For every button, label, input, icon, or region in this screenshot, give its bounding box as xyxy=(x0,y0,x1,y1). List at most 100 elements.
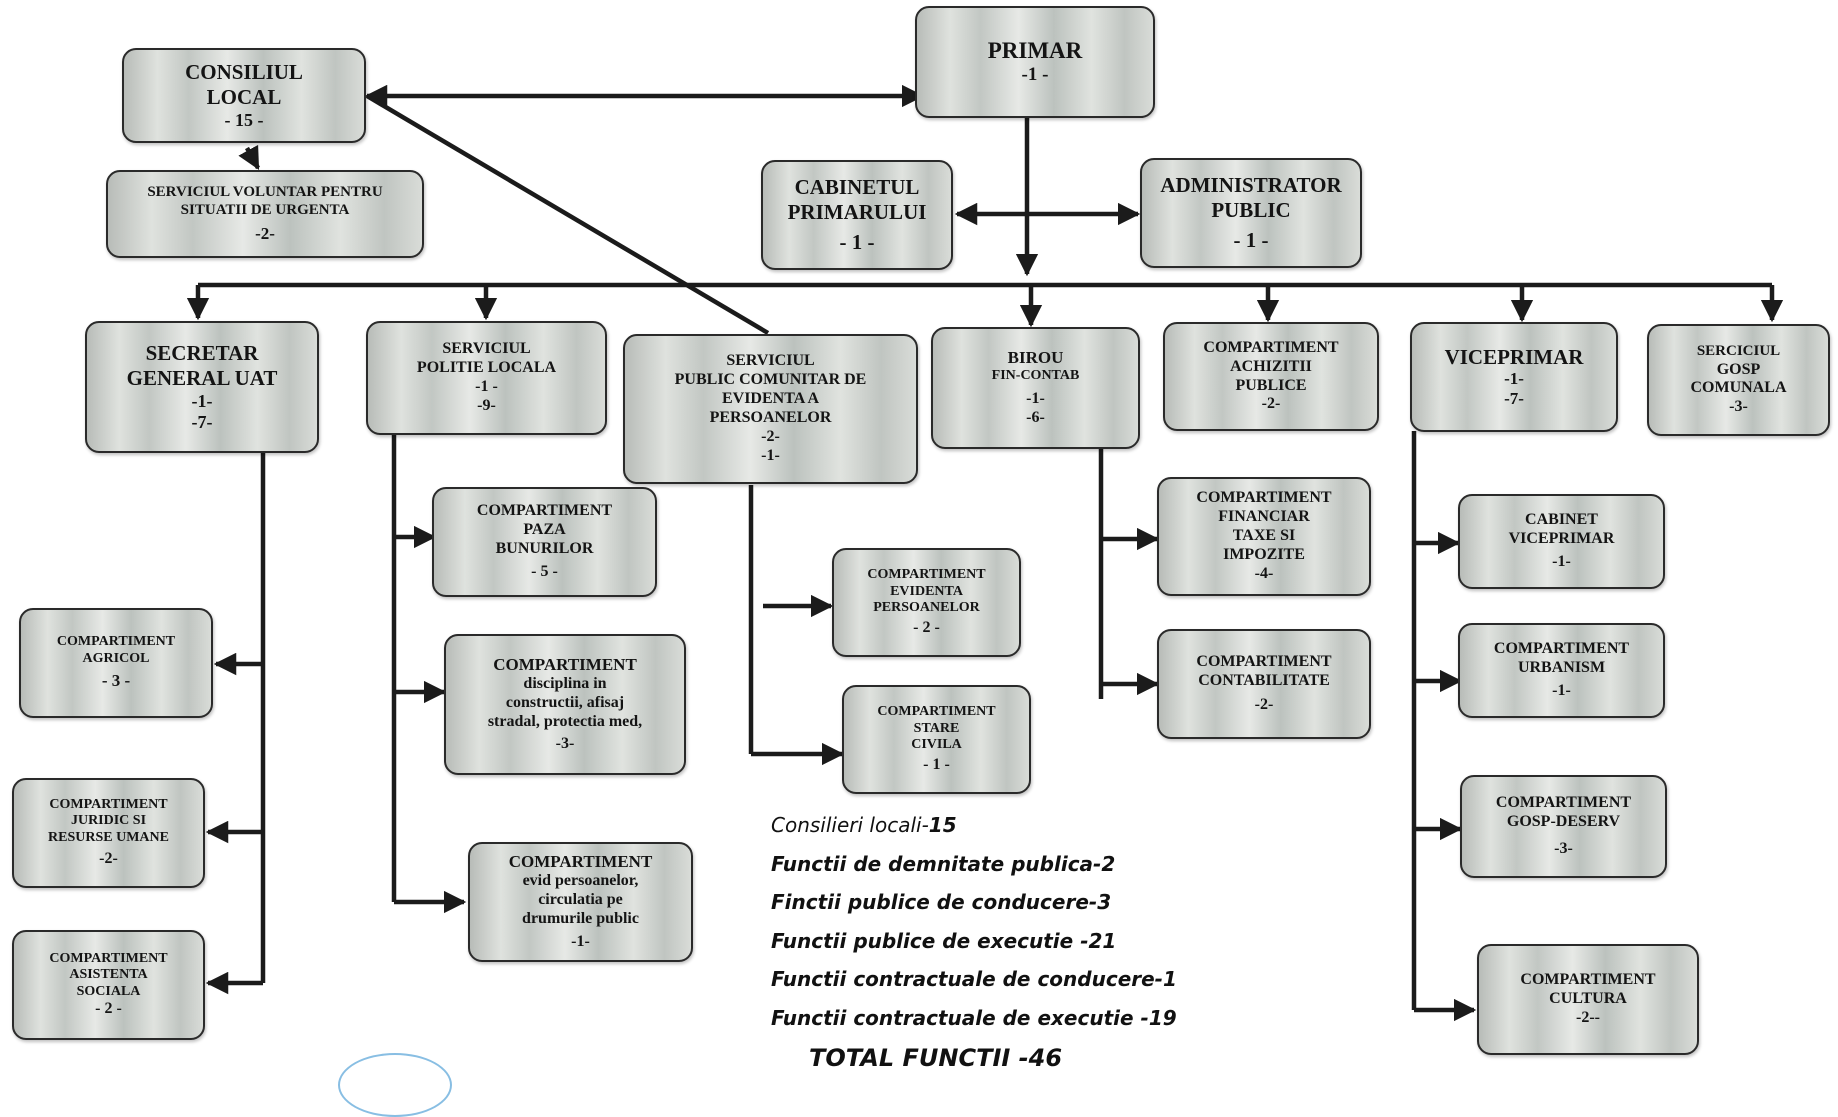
summary-consilieri-value: 15 xyxy=(928,813,957,837)
compartiment-gosp-deserv-count: -3- xyxy=(1554,839,1573,857)
summary-contractuale-executie: Functii contractuale de executie -19 xyxy=(771,1005,1177,1030)
consiliul-local-line2: LOCAL xyxy=(206,84,282,109)
serviciul-politie-box: SERVICIUL POLITIE LOCALA -1 - -9- xyxy=(366,321,607,435)
compartiment-urbanism-line2: URBANISM xyxy=(1517,659,1606,677)
compartiment-juridic-line2: JURIDIC SI xyxy=(70,813,147,829)
serviciul-politie-line2: POLITIE LOCALA xyxy=(416,359,557,377)
compartiment-achizitii-line2: ACHIZITII xyxy=(1230,357,1312,375)
primar-count: -1 - xyxy=(1021,64,1049,86)
serciciul-gosp-count: -3- xyxy=(1729,398,1748,416)
compartiment-evidenta-pers-line2: EVIDENTA xyxy=(890,583,963,599)
compartiment-evidenta-pers-line1: COMPARTIMENT xyxy=(867,567,986,583)
compartiment-juridic-box: COMPARTIMENT JURIDIC SI RESURSE UMANE -2… xyxy=(12,778,205,888)
viceprimar-count1: -1- xyxy=(1504,369,1524,389)
compartiment-agricol-line2: AGRICOL xyxy=(82,650,150,666)
primar-box: PRIMAR -1 - xyxy=(915,6,1155,118)
consiliul-local-box: CONSILIUL LOCAL - 15 - xyxy=(122,48,366,143)
cabinetul-primarului-line2: PRIMARULUI xyxy=(787,199,927,224)
birou-fin-contab-box: BIROU FIN-CONTAB -1- -6- xyxy=(931,327,1140,449)
stamp-mark xyxy=(338,1053,452,1117)
compartiment-juridic-count: -2- xyxy=(99,850,118,868)
compartiment-evidenta-pers-line3: PERSOANELOR xyxy=(873,600,980,616)
summary-publice-conducere: Finctii publice de conducere-3 xyxy=(771,890,1112,915)
compartiment-cultura-line1: COMPARTIMENT xyxy=(1520,971,1656,989)
compartiment-stare-civila-line1: COMPARTIMENT xyxy=(877,704,996,720)
serviciul-evidenta-line1: SERVICIUL xyxy=(726,352,815,370)
compartiment-urbanism-line1: COMPARTIMENT xyxy=(1493,640,1630,658)
compartiment-financiar-box: COMPARTIMENT FINANCIAR TAXE SI IMPOZITE … xyxy=(1157,477,1371,596)
cabinetul-primarului-box: CABINETUL PRIMARULUI - 1 - xyxy=(761,160,953,270)
compartiment-asistenta-count: - 2 - xyxy=(95,1000,122,1018)
compartiment-disciplina-line2: disciplina in xyxy=(523,674,607,692)
birou-fin-contab-line1: BIROU xyxy=(1007,347,1064,367)
serciciul-gosp-box: SERCICIUL GOSP COMUNALA -3- xyxy=(1647,324,1830,436)
serviciul-politie-count1: -1 - xyxy=(475,378,498,395)
cabinetul-primarului-count: - 1 - xyxy=(839,230,875,255)
administrator-public-line2: PUBLIC xyxy=(1211,197,1291,222)
compartiment-stare-civila-count: - 1 - xyxy=(923,755,950,773)
compartiment-evid-drumuri-line3: circulatia pe xyxy=(538,891,623,909)
cabinetul-primarului-line1: CABINETUL xyxy=(794,174,920,199)
viceprimar-title: VICEPRIMAR xyxy=(1444,344,1584,369)
compartiment-agricol-count: - 3 - xyxy=(101,671,131,691)
compartiment-stare-civila-line3: CIVILA xyxy=(911,737,962,753)
compartiment-financiar-count: -4- xyxy=(1254,564,1274,582)
secretar-general-line2: GENERAL UAT xyxy=(126,365,278,390)
compartiment-achizitii-line1: COMPARTIMENT xyxy=(1203,338,1339,356)
serviciul-voluntar-count: -2- xyxy=(255,223,275,243)
serciciul-gosp-line2: GOSP xyxy=(1716,360,1761,378)
compartiment-urbanism-count: -1- xyxy=(1552,681,1571,699)
birou-fin-contab-count2: -6- xyxy=(1026,409,1045,427)
compartiment-asistenta-box: COMPARTIMENT ASISTENTA SOCIALA - 2 - xyxy=(12,930,205,1040)
org-chart-connectors xyxy=(186,84,1784,1022)
compartiment-cultura-count: -2-- xyxy=(1576,1008,1600,1026)
summary-total: TOTAL FUNCTII -46 xyxy=(809,1043,1063,1072)
compartiment-gosp-deserv-line1: COMPARTIMENT xyxy=(1495,794,1632,812)
serviciul-evidenta-line4: PERSOANELOR xyxy=(709,409,832,426)
compartiment-achizitii-box: COMPARTIMENT ACHIZITII PUBLICE -2- xyxy=(1163,322,1379,431)
compartiment-financiar-line2: FINANCIAR xyxy=(1218,508,1310,526)
compartiment-juridic-line1: COMPARTIMENT xyxy=(49,796,168,812)
secretar-general-line1: SECRETAR xyxy=(145,341,259,365)
compartiment-financiar-line4: IMPOZITE xyxy=(1223,545,1305,563)
functions-summary: Consilieri locali-15 Functii de demnitat… xyxy=(771,806,1177,1072)
compartiment-juridic-line3: RESURSE UMANE xyxy=(48,829,169,845)
compartiment-evid-drumuri-line4: drumurile public xyxy=(522,910,639,928)
compartiment-evidenta-pers-box: COMPARTIMENT EVIDENTA PERSOANELOR - 2 - xyxy=(832,548,1021,657)
administrator-public-line1: ADMINISTRATOR xyxy=(1160,172,1342,197)
cabinet-viceprimar-count: -1- xyxy=(1552,552,1571,570)
serviciul-evidenta-line2: PUBLIC COMUNITAR DE xyxy=(674,371,867,389)
summary-consilieri: Consilieri locali-15 xyxy=(771,806,1177,845)
consiliul-local-line1: CONSILIUL xyxy=(185,60,303,85)
compartiment-evid-drumuri-line2: evid persoanelor, xyxy=(522,872,639,890)
serviciul-voluntar-line1: SERVICIUL VOLUNTAR PENTRU xyxy=(147,184,383,201)
compartiment-evidenta-pers-count: - 2 - xyxy=(913,618,940,636)
compartiment-contabilitate-line1: COMPARTIMENT xyxy=(1196,652,1332,670)
primar-title: PRIMAR xyxy=(987,38,1083,64)
compartiment-achizitii-line3: PUBLICE xyxy=(1235,376,1307,394)
compartiment-evid-drumuri-line1: COMPARTIMENT xyxy=(508,852,653,872)
compartiment-paza-count: - 5 - xyxy=(531,562,558,580)
compartiment-agricol-line1: COMPARTIMENT xyxy=(56,634,176,650)
compartiment-stare-civila-box: COMPARTIMENT STARE CIVILA - 1 - xyxy=(842,685,1031,794)
summary-contractuale-conducere: Functii contractuale de conducere-1 xyxy=(771,967,1177,992)
birou-fin-contab-line2: FIN-CONTAB xyxy=(991,367,1080,383)
compartiment-gosp-deserv-box: COMPARTIMENT GOSP-DESERV -3- xyxy=(1460,775,1667,878)
compartiment-disciplina-line4: stradal, protectia med, xyxy=(487,712,643,730)
compartiment-gosp-deserv-line2: GOSP-DESERV xyxy=(1506,813,1621,831)
compartiment-disciplina-line1: COMPARTIMENT xyxy=(493,654,637,674)
compartiment-paza-line1: COMPARTIMENT xyxy=(476,502,613,520)
link-consiliu-evidenta xyxy=(365,94,770,335)
serviciul-evidenta-count2: -1- xyxy=(761,446,780,464)
serviciul-politie-line1: SERVICIUL xyxy=(442,340,531,358)
serviciul-politie-count2: -9- xyxy=(477,396,496,414)
cabinet-viceprimar-line2: VICEPRIMAR xyxy=(1508,530,1615,548)
compartiment-evid-drumuri-count: -1- xyxy=(571,932,590,950)
secretar-general-count1: -1- xyxy=(191,390,213,411)
viceprimar-count2: -7- xyxy=(1504,389,1524,409)
compartiment-cultura-line2: CULTURA xyxy=(1549,990,1627,1008)
secretar-general-box: SECRETAR GENERAL UAT -1- -7- xyxy=(85,321,319,453)
secretar-general-count2: -7- xyxy=(191,411,213,432)
compartiment-contabilitate-count: -2- xyxy=(1254,696,1274,714)
birou-fin-contab-count1: -1- xyxy=(1026,390,1045,408)
